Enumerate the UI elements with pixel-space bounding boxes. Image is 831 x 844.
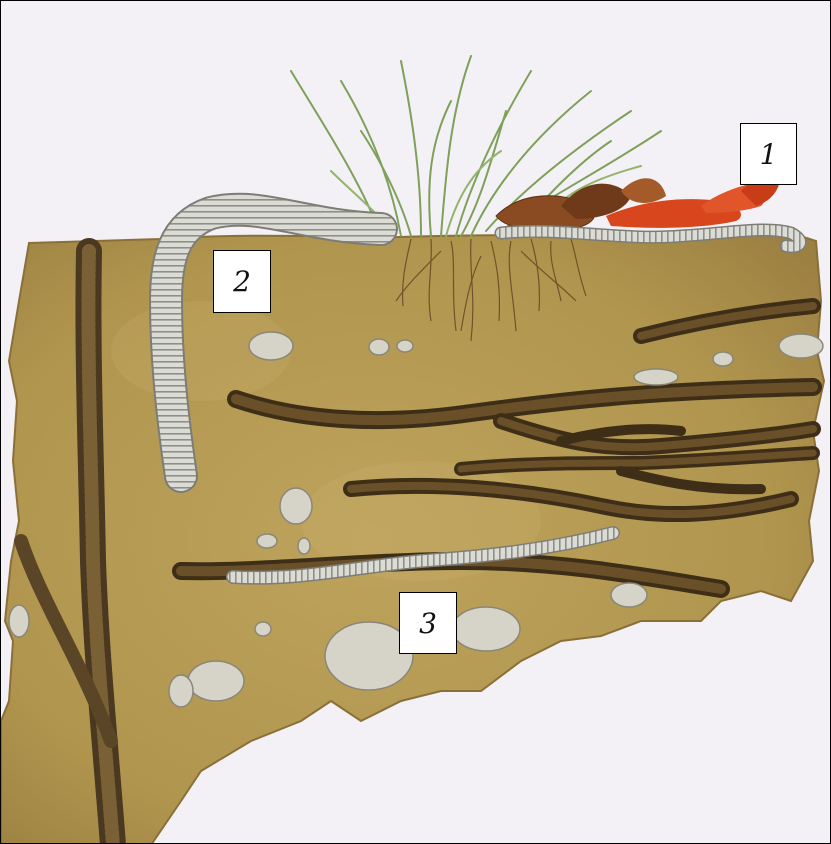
leaf-litter (496, 174, 781, 230)
label-1: 1 (740, 123, 797, 185)
label-2: 2 (213, 250, 271, 313)
label-3: 3 (399, 592, 457, 654)
